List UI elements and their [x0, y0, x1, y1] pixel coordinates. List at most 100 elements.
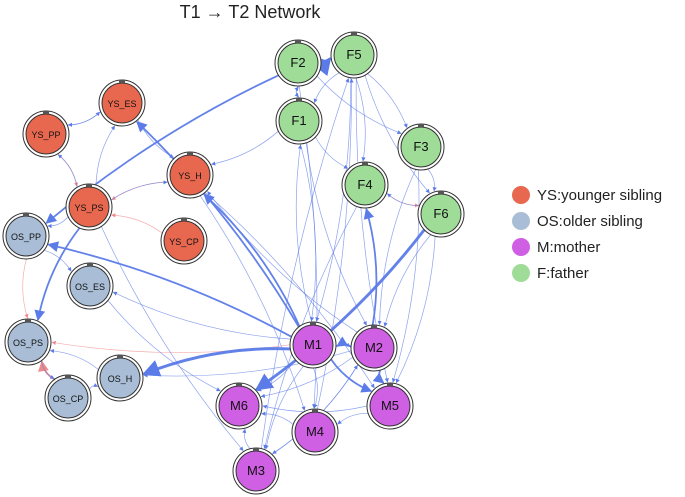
- legend-swatch: [512, 264, 530, 282]
- node-label: OS_PS: [13, 338, 43, 348]
- node-M2[interactable]: M2: [350, 324, 398, 372]
- edge-M1-to-OS_PP: [47, 241, 292, 338]
- edge-YS_ES-to-YS_PP: [67, 111, 101, 127]
- node-M6[interactable]: M6: [215, 382, 263, 430]
- node-OS_PS[interactable]: OS_PS: [4, 318, 52, 366]
- node-marker: [296, 98, 302, 101]
- edge-M1-to-YS_ES: [136, 121, 300, 328]
- edge-OS_PS-to-OS_CP: [41, 360, 55, 379]
- edge-M5-to-M4: [337, 413, 369, 425]
- edge-M1-to-YS_H: [203, 193, 301, 327]
- node-YS_PS[interactable]: YS_PS: [65, 183, 113, 231]
- node-F2[interactable]: F2: [274, 39, 322, 87]
- node-F4[interactable]: F4: [341, 161, 389, 209]
- edge-M1-to-OS_PS: [51, 340, 291, 353]
- node-marker: [387, 383, 393, 386]
- edge-F5-to-F2: [321, 58, 332, 64]
- node-OS_H[interactable]: OS_H: [96, 354, 144, 402]
- node-label: M5: [381, 398, 399, 413]
- node-label: YS_H: [178, 171, 202, 181]
- node-F1[interactable]: F1: [275, 97, 323, 145]
- node-M4[interactable]: M4: [291, 408, 339, 456]
- node-marker: [310, 322, 316, 325]
- legend-label: YS:younger sibling: [537, 186, 663, 204]
- node-marker: [253, 448, 259, 451]
- legend-item-OS: OS:older sibling: [512, 208, 662, 234]
- node-F5[interactable]: F5: [330, 31, 378, 79]
- edge-OS_PP-to-OS_ES: [43, 249, 72, 272]
- edge-M2-to-M1: [336, 336, 352, 348]
- edge-OS_CP-to-OS_PS: [38, 360, 56, 381]
- node-label: M3: [247, 463, 265, 478]
- node-OS_ES[interactable]: OS_ES: [66, 262, 114, 310]
- legend-item-YS: YS:younger sibling: [512, 182, 662, 208]
- node-label: F1: [291, 113, 306, 128]
- edge-M1-to-M4: [313, 367, 318, 409]
- node-label: OS_H: [108, 374, 133, 384]
- edge-YS_PP-to-YS_ES: [67, 111, 101, 126]
- node-label: YS_PS: [74, 203, 103, 213]
- edge-F5-to-F3: [367, 73, 408, 128]
- node-label: OS_ES: [75, 282, 105, 292]
- node-label: M4: [306, 424, 324, 439]
- edge-F6-to-M2: [383, 234, 431, 327]
- edge-F6-to-M6: [254, 228, 426, 391]
- node-YS_CP[interactable]: YS_CP: [160, 217, 208, 265]
- node-OS_PP[interactable]: OS_PP: [2, 212, 50, 260]
- node-YS_PP[interactable]: YS_PP: [22, 110, 70, 158]
- edge-YS_PS-to-OS_PP: [47, 216, 69, 229]
- edge-M2-to-M6: [260, 356, 354, 398]
- node-marker: [181, 218, 187, 221]
- edge-F3-to-M2: [377, 169, 417, 326]
- legend-label: OS:older sibling: [537, 212, 643, 230]
- edge-M1-to-M6: [257, 359, 296, 392]
- edge-F5-to-F6: [364, 75, 430, 194]
- edge-M2-to-F4: [363, 207, 378, 326]
- node-marker: [295, 40, 301, 43]
- edge-F5-to-F1: [313, 72, 340, 103]
- edge-M1-to-OS_H: [142, 347, 291, 377]
- node-YS_ES[interactable]: YS_ES: [98, 79, 146, 127]
- edge-YS_H-to-M4: [199, 195, 306, 411]
- edge-F5-to-F4: [355, 77, 366, 162]
- node-M3[interactable]: M3: [232, 447, 280, 495]
- node-label: M6: [230, 398, 248, 413]
- edge-F4-to-F6: [386, 192, 420, 208]
- node-label: YS_ES: [107, 99, 136, 109]
- legend-swatch: [512, 238, 530, 256]
- node-marker: [418, 124, 424, 127]
- node-M1[interactable]: M1: [289, 321, 337, 369]
- node-F6[interactable]: F6: [417, 190, 465, 238]
- node-marker: [438, 191, 444, 194]
- node-YS_H[interactable]: YS_H: [166, 151, 214, 199]
- node-marker: [65, 375, 71, 378]
- legend-label: F:father: [537, 264, 589, 282]
- node-F3[interactable]: F3: [397, 123, 445, 171]
- node-M5[interactable]: M5: [366, 382, 414, 430]
- legend-label: M:mother: [537, 238, 601, 256]
- edge-M1-to-F1: [295, 144, 312, 323]
- legend-swatch: [512, 212, 530, 230]
- edge-M3-to-M6: [242, 428, 251, 449]
- edge-F3-to-F6: [427, 168, 437, 192]
- node-marker: [362, 162, 368, 165]
- edge-YS_H-to-YS_PS: [111, 181, 169, 201]
- edge-YS_PS-to-YS_ES: [95, 125, 115, 186]
- edge-F1-to-YS_H: [211, 130, 279, 166]
- edge-YS_PS-to-M3: [100, 226, 244, 452]
- node-label: F5: [346, 47, 361, 62]
- edge-OS_CP-to-OS_H: [89, 383, 98, 390]
- node-marker: [371, 325, 377, 328]
- edge-YS_PP-to-YS_PS: [57, 153, 79, 187]
- node-marker: [86, 184, 92, 187]
- node-marker: [87, 263, 93, 266]
- node-label: M1: [304, 337, 322, 352]
- node-marker: [312, 409, 318, 412]
- node-marker: [43, 111, 49, 114]
- edge-YS_PS-to-YS_H: [110, 180, 168, 201]
- node-marker: [187, 152, 193, 155]
- node-OS_CP[interactable]: OS_CP: [44, 374, 92, 422]
- edge-F5-to-M1: [315, 77, 352, 322]
- node-label: F6: [433, 206, 448, 221]
